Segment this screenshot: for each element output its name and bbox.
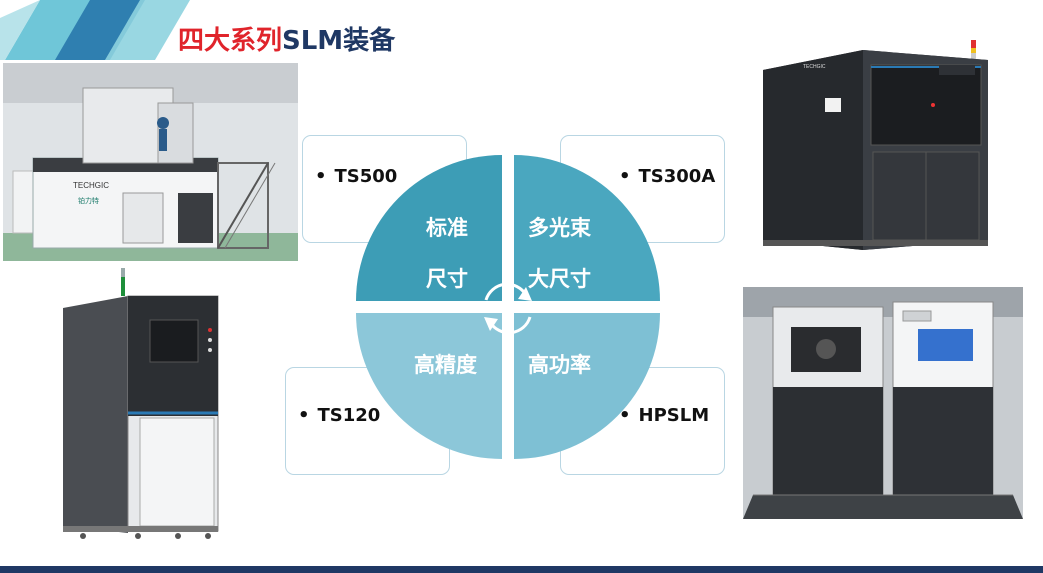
page-title: 四大系列SLM装备 [178, 20, 395, 57]
model-ts300a: TS300A [638, 166, 716, 187]
quadrant-top-right [514, 155, 660, 301]
model-ts120: TS120 [317, 405, 381, 426]
ts500-photo: TECHGIC 铂力特 [3, 63, 298, 261]
callout-ts300a-label: • TS300A [619, 166, 715, 187]
bullet-dot: • [619, 405, 631, 426]
title-navy-part: SLM装备 [282, 26, 396, 56]
quadrant-tl-line2: 尺寸 [426, 267, 468, 291]
bullet-dot: • [315, 166, 327, 187]
bottom-bar [0, 566, 1043, 573]
ts120-photo [48, 268, 238, 558]
title-red-part: 四大系列 [178, 26, 283, 56]
quadrant-tr-line2: 大尺寸 [528, 267, 591, 291]
model-hpslm: HPSLM [638, 405, 710, 426]
quadrant-tr-line1: 多光束 [528, 216, 591, 240]
quadrant-top-left [356, 155, 502, 301]
ts300a-brand: TECHGIC [803, 64, 826, 70]
quadrant-diagram: 标准 尺寸 多光束 大尺寸 高精度 高功率 [356, 155, 660, 459]
model-ts500: TS500 [334, 166, 398, 187]
bullet-dot: • [298, 405, 310, 426]
bullet-dot: • [619, 166, 631, 187]
title-decoration [0, 0, 190, 60]
quadrant-bl-line1: 高精度 [414, 353, 477, 377]
quadrant-bottom-right [514, 313, 660, 459]
hpslm-photo [743, 287, 1023, 519]
quadrant-tl-line1: 标准 [426, 216, 468, 240]
callout-ts120-label: • TS120 [298, 405, 380, 426]
quadrant-br-line1: 高功率 [528, 353, 591, 377]
quadrant-bottom-left [356, 313, 502, 459]
callout-hpslm-label: • HPSLM [619, 405, 709, 426]
ts500-brand: TECHGIC [73, 181, 109, 190]
ts500-sub: 铂力特 [78, 196, 99, 205]
cycle-arrows-icon [484, 282, 532, 335]
ts300a-photo: TECHGIC [743, 40, 1010, 258]
callout-ts500-label: • TS500 [315, 166, 397, 187]
